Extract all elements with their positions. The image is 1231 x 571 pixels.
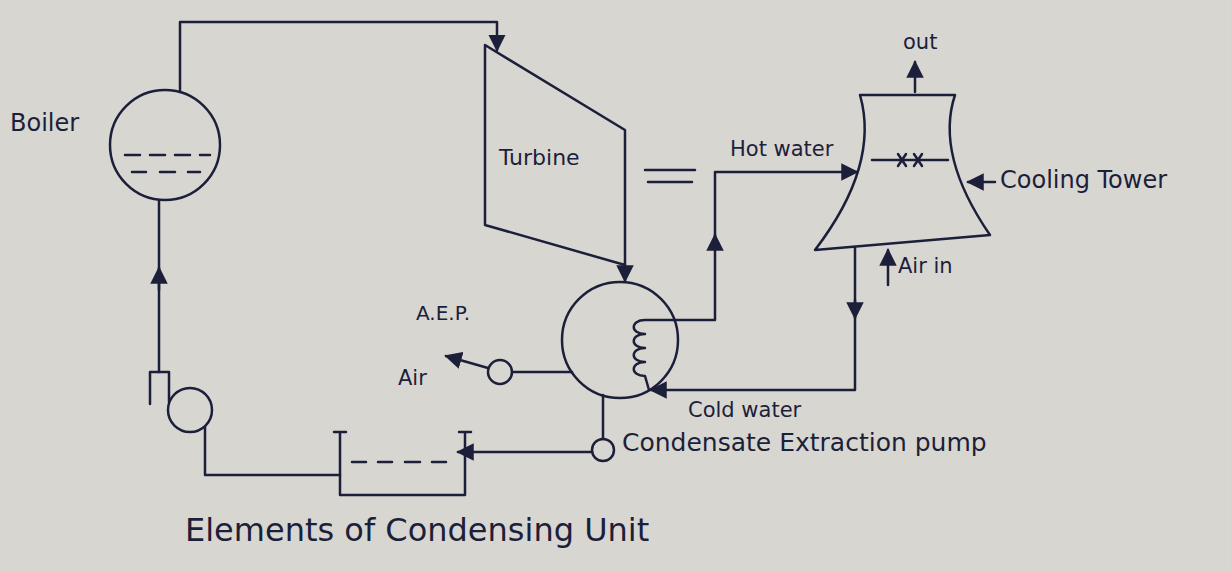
- turbine-casing: Turbine: [485, 45, 625, 265]
- steam-pipe: [180, 22, 497, 92]
- cold-water-pipe: [651, 248, 855, 390]
- air-extraction-pump: A.E.P.: [488, 360, 512, 384]
- pipe-label: Cold water: [688, 398, 801, 422]
- shape-svg: [110, 90, 220, 200]
- diagram-caption: Elements of Condensing Unit: [185, 512, 649, 549]
- node-label: Boiler: [10, 110, 79, 138]
- shape-outline: [485, 45, 625, 265]
- hot-well-water: [352, 461, 446, 464]
- shape-svg: [592, 439, 614, 461]
- out-arrow: [914, 62, 917, 92]
- shape-outline: [110, 90, 220, 200]
- air-arrow: [446, 356, 488, 368]
- condenser-coil: [634, 320, 674, 390]
- condenser-shell: [562, 282, 678, 398]
- node-label: Condensate Extraction pump: [622, 429, 987, 458]
- feed-pump-spout: [150, 372, 169, 404]
- flow-arrow: [714, 235, 717, 250]
- shape-svg: [488, 360, 512, 384]
- boiler-drum: Boiler: [110, 90, 220, 200]
- air-label: Air: [398, 366, 427, 390]
- condensate-pipe: [602, 395, 605, 439]
- flow-arrow: [854, 300, 857, 318]
- pipe-label: Hot water: [730, 137, 833, 161]
- hot-well: [334, 432, 471, 495]
- turbine-shaft: [645, 170, 695, 182]
- node-label: A.E.P.: [416, 302, 470, 325]
- flow-arrow: [158, 268, 161, 290]
- condensate-extraction-pump: Condensate Extraction pump: [592, 439, 614, 461]
- shape-outline: [815, 95, 990, 250]
- shape-svg: [815, 95, 990, 250]
- feed-pump: [168, 388, 212, 432]
- cooling-tower: Cooling Tower: [815, 95, 990, 250]
- pointer-arrow: [968, 181, 995, 184]
- exhaust-pipe: [624, 265, 627, 281]
- tower-spray: [872, 154, 948, 166]
- shape-outline: [592, 439, 614, 461]
- feed-pipe: [205, 427, 340, 475]
- shape-outline: [488, 360, 512, 384]
- air-pipe: [512, 371, 572, 374]
- outlet-label: out: [903, 30, 937, 54]
- boiler-water: [125, 155, 210, 172]
- condensate-pipe: [458, 451, 592, 454]
- air-in-arrow: [887, 250, 890, 285]
- inlet-label: Air in: [898, 254, 953, 278]
- feed-line: [158, 200, 161, 372]
- node-label: Turbine: [499, 145, 580, 170]
- node-label: Cooling Tower: [1000, 167, 1167, 195]
- hot-water-pipe: [674, 172, 857, 320]
